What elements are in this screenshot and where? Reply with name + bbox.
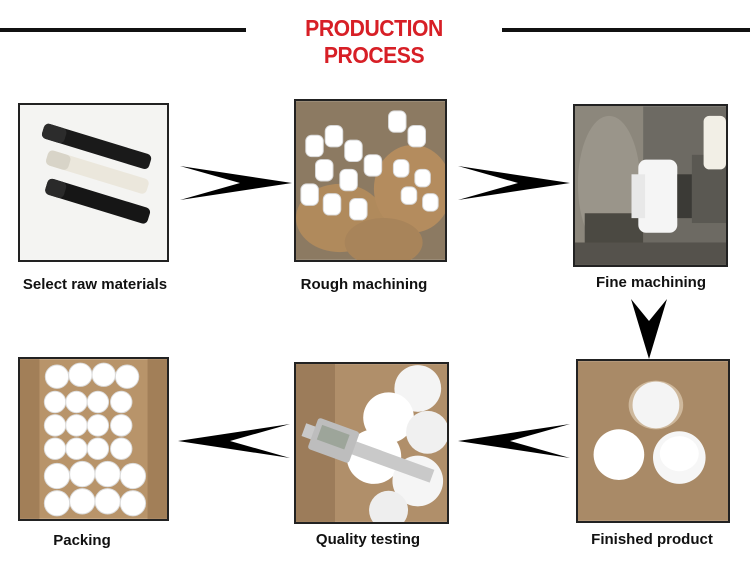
arrow-right-icon: [180, 166, 292, 200]
raw-materials-photo: [18, 103, 169, 262]
arrow-right-icon: [458, 166, 570, 200]
finished-product-photo: [576, 359, 730, 523]
page-title: PRODUCTION PROCESS: [305, 15, 443, 68]
step-label-fine-machining: Fine machining: [595, 274, 706, 291]
arrow-left-icon: [178, 424, 290, 458]
packing-photo: [18, 357, 169, 521]
header-rule-left: [0, 28, 246, 32]
fine-machining-photo: [573, 104, 728, 267]
step-label-raw-materials: Select raw materials: [22, 276, 168, 293]
arrow-left-icon: [458, 424, 570, 458]
step-label-finished-product: Finished product: [591, 531, 713, 548]
header-rule-right: [502, 28, 750, 32]
step-label-rough-machining: Rough machining: [300, 276, 428, 293]
step-label-quality-testing: Quality testing: [315, 531, 421, 548]
step-label-packing: Packing: [53, 532, 111, 549]
arrow-down-icon: [631, 299, 667, 359]
quality-testing-photo: [294, 362, 449, 524]
rough-machining-photo: [294, 99, 447, 262]
